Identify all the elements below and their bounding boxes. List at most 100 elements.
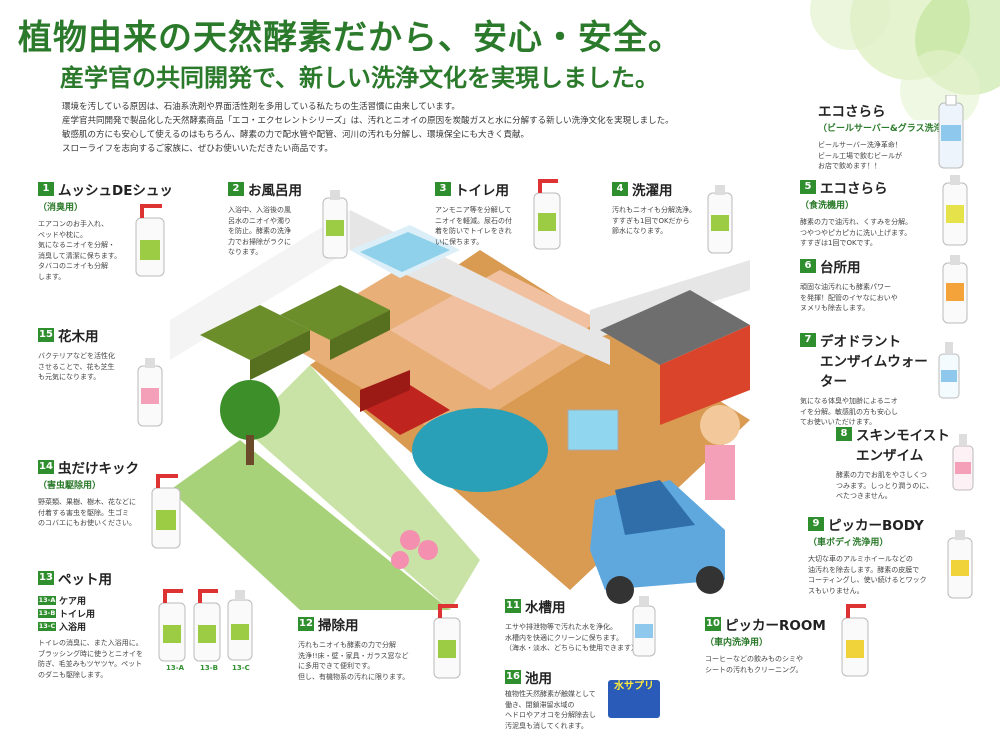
- product-desc: トイレの消臭に、また入浴用に。 ブラッシング時に使うとニオイを 防ぎ、毛並みもツ…: [38, 638, 158, 680]
- desc-line: トイレの消臭に、また入浴用に。: [38, 639, 143, 647]
- desc-line: します。: [38, 272, 66, 281]
- desc-line: 頑固な油汚れにも酵素パワー: [800, 283, 891, 291]
- product-name-line2: エンザイム: [856, 448, 924, 464]
- desc-line: を防止。酵素の洗浄: [228, 227, 291, 235]
- desc-line: ベッドや枕に。: [38, 230, 87, 239]
- product-number: 5: [800, 180, 816, 194]
- subitem-label: トイレ用: [59, 609, 96, 620]
- bottle-label: 13-B: [200, 664, 218, 672]
- desc-line: イを分解。敏感肌の方も安心し: [800, 407, 898, 416]
- desc-line: つやつやピカピカに洗い上げます。: [800, 228, 912, 237]
- desc-line: バクテリアなどを活性化: [38, 352, 115, 360]
- desc-line: ヘドロやアオコを分解除去し: [505, 711, 596, 719]
- desc-line: させることで、花も芝生: [38, 362, 115, 371]
- product-name: エコさらら: [818, 104, 886, 120]
- product-number: 12: [298, 617, 314, 631]
- product-number: 4: [612, 182, 628, 196]
- aquarium-bottle-image: [632, 596, 656, 657]
- product-number: 11: [505, 599, 521, 613]
- product-name-line2: エンザイムウォーター: [820, 354, 928, 390]
- desc-line: 油汚れを除去します。酵素の皮膜で: [808, 565, 920, 574]
- pond-package-image: 水サプリ: [608, 680, 660, 718]
- product-number: 9: [808, 517, 824, 531]
- desc-line: 節水になります。: [612, 227, 668, 235]
- product-desc: アンモニア等を分解して ニオイを軽減。尿石の付 着を防いでトイレをきれ いに保ち…: [435, 205, 535, 247]
- desc-line: ビール工場で飲むビールが: [818, 151, 902, 160]
- desc-line: 消臭して清潔に保ちます。: [38, 251, 122, 260]
- subitem-label: 入浴用: [59, 622, 87, 633]
- product-number: 8: [836, 427, 852, 441]
- deodorant-bottle-image: [938, 342, 960, 399]
- car-body-bottle-image: [947, 530, 973, 599]
- desc-line: ブラッシング時に使うとニオイを: [38, 649, 143, 658]
- skin-bottle-image: [952, 434, 974, 491]
- product-name: 掃除用: [318, 618, 359, 634]
- beer-bottle-image: [938, 95, 964, 169]
- product-number: 3: [435, 182, 451, 196]
- desc-line: エサや排泄物等で汚れた水を浄化。: [505, 623, 617, 631]
- intro-line: スローライフを志向するご家族に、ぜひお使いいただきたい商品です。: [62, 144, 333, 154]
- product-desc: 頑固な油汚れにも酵素パワー を発揮！配管のイヤなにおいや ヌメリも除去します。: [800, 282, 940, 314]
- product-number: 14: [38, 460, 54, 474]
- desc-line: てお使いいただけます。: [800, 418, 877, 426]
- product-name: エコさらら: [820, 181, 888, 197]
- pet-bath-bottle-image: [227, 590, 253, 661]
- product-desc: 気になる体臭や加齢によるニオ イを分解。敏感肌の方も安心し てお使いいただけます…: [800, 396, 940, 428]
- product-desc: 酵素の力で油汚れ、くすみを分解。 つやつやピカピカに洗い上げます。 すすぎは1回…: [800, 217, 940, 249]
- desc-line: べたつきません。: [836, 492, 892, 500]
- product-sub: （車内洗浄用）: [705, 638, 769, 648]
- desc-line: 入浴中、入浴後の風: [228, 206, 291, 214]
- dishwasher-bottle-image: [942, 175, 968, 246]
- product-card-beer: エコさらら （ビールサーバー&グラス洗浄酵素） ビールサーバー洗浄革命！ ビール…: [818, 100, 970, 172]
- product-number: 7: [800, 333, 816, 347]
- product-name: ピッカーROOM: [725, 618, 826, 634]
- desc-line: 植物性天然酵素が触媒として: [505, 690, 596, 698]
- desc-line: のコバエにもお使いください。: [38, 519, 136, 527]
- desc-line: 酵素の力でお肌をやさしくつ: [836, 471, 927, 479]
- cleaning-bottle-image: [433, 604, 461, 679]
- desc-line: ヌメリも除去します。: [800, 304, 870, 312]
- product-desc: 酵素の力でお肌をやさしくつ つみます。しっとり潤うのに、 べたつきません。: [836, 470, 946, 502]
- desc-line: 気になる体臭や加齢によるニオ: [800, 397, 898, 405]
- desc-line: 汚れもニオイも分解洗浄。: [612, 206, 696, 214]
- product-sub: （ビールサーバー&グラス洗浄酵素）: [818, 124, 970, 134]
- product-number: 15: [38, 328, 54, 342]
- desc-line: 但し、有機物系の汚れに限ります。: [298, 672, 410, 681]
- subitem-tag: 13-C: [38, 621, 56, 631]
- bath-bottle-image: [322, 190, 348, 259]
- desc-line: アンモニア等を分解して: [435, 206, 512, 214]
- desc-line: 洗浄!!床・壁・家具・ガラス窓など: [298, 651, 409, 660]
- product-name: ペット用: [58, 572, 112, 588]
- bottle-label: 13-A: [166, 664, 185, 672]
- page-title: 植物由来の天然酵素だから、安心・安全。: [18, 18, 683, 58]
- product-name: トイレ用: [455, 183, 509, 199]
- product-number: 1: [38, 182, 54, 196]
- product-number: 6: [800, 259, 816, 273]
- package-label: 水サプリ: [614, 681, 654, 692]
- product-name: 水槽用: [525, 600, 566, 616]
- desc-line: お店で飲めます！！: [818, 162, 881, 170]
- desc-line: タバコのニオイも分解: [38, 262, 108, 270]
- desc-line: に多用できて便利です。: [298, 662, 375, 670]
- intro-line: 環境を汚している原因は、石油系洗剤や界面活性剤を多用している私たちの生活習慣に由…: [62, 102, 460, 112]
- product-desc: 野菜類、果樹、樹木、花などに 付着する害虫を駆除。生ゴミ のコバエにもお使いくだ…: [38, 497, 163, 529]
- desc-line: （海水・淡水、どちらにも使用できます）: [505, 644, 638, 652]
- kitchen-bottle-image: [942, 255, 968, 324]
- pet-care-bottle-image: [158, 589, 186, 662]
- desc-line: 防ぎ、毛並みもツヤツヤ。ペット: [38, 660, 143, 668]
- product-desc: 植物性天然酵素が触媒として 働き、閉鎖滞留水域の ヘドロやアオコを分解除去し 汚…: [505, 689, 625, 731]
- product-desc: 汚れもニオイも分解洗浄。 すすぎも1回でOKだから 節水になります。: [612, 205, 712, 237]
- desc-line: すすぎも1回でOKだから: [612, 216, 690, 225]
- spray-bottle-image: [135, 204, 165, 277]
